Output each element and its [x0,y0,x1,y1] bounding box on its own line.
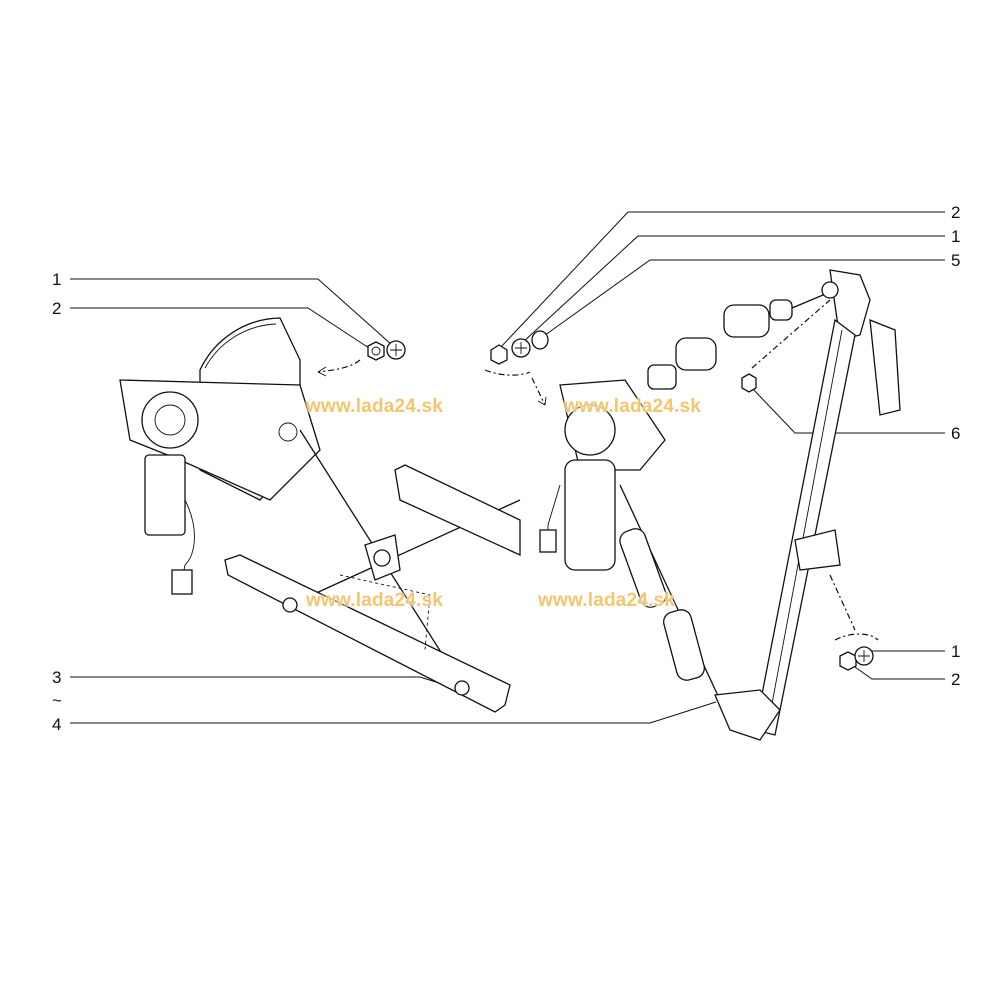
callout-right-2: 2 [951,203,961,222]
left-fasteners [317,340,406,377]
watermark: www.lada24.sk [306,590,444,611]
watermark: www.lada24.sk [564,396,702,417]
callout-right-6: 6 [951,424,961,443]
right-regulator-assembly [539,269,901,741]
callout-right-1: 1 [951,227,961,246]
watermark: www.lada24.sk [538,590,676,611]
right-top-fasteners [484,330,549,406]
callout-left-1: 1 [52,270,62,289]
callout-right-1-lower: 1 [951,642,961,661]
callout-right-2-lower: 2 [951,670,961,689]
left-regulator-assembly [119,317,521,713]
right-bottom-fasteners [839,646,874,671]
callout-left-4: 4 [52,715,62,734]
callout-left-2: 2 [52,299,62,318]
callout-left-3: 3 [52,668,62,687]
leader-lines [70,211,945,724]
callout-right-5: 5 [951,251,961,270]
callout-left-range: ~ [52,691,62,710]
watermark: www.lada24.sk [306,396,444,417]
